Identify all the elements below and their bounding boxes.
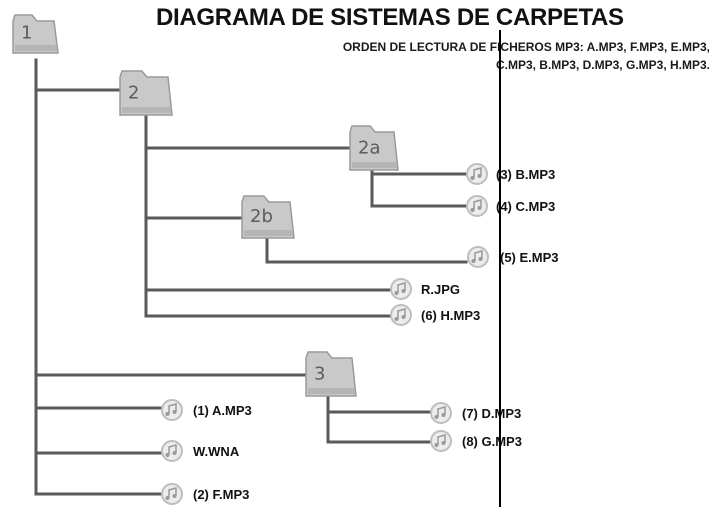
folder-f1[interactable]: 1	[12, 14, 59, 54]
music-note-icon	[161, 483, 183, 505]
music-note-icon	[390, 304, 412, 326]
music-note-icon	[466, 163, 488, 185]
music-note-icon	[430, 430, 452, 452]
music-note-icon	[161, 399, 183, 421]
music-note-icon	[161, 440, 183, 462]
folder-shade	[308, 388, 355, 394]
folder-shade	[122, 107, 171, 113]
file-a[interactable]: (1) A.MP3	[161, 399, 252, 421]
file-label: (6) H.MP3	[421, 308, 480, 323]
folder-icon	[241, 195, 295, 239]
folder-label: 2b	[250, 206, 273, 227]
folder-icon	[12, 14, 59, 54]
music-note-icon	[467, 246, 489, 268]
file-b[interactable]: (3) B.MP3	[466, 163, 555, 185]
music-note-icon	[390, 278, 412, 300]
folder-f2a[interactable]: 2a	[349, 125, 399, 171]
music-note-icon	[466, 195, 488, 217]
folder-f2[interactable]: 2	[119, 70, 173, 116]
folder-label: 2a	[358, 137, 380, 158]
folder-icon	[305, 351, 357, 397]
file-e[interactable]: (5) E.MP3	[467, 246, 559, 268]
file-r[interactable]: R.JPG	[390, 278, 460, 300]
file-label: (5) E.MP3	[500, 250, 559, 265]
vertical-divider	[499, 30, 501, 507]
folder-f2b[interactable]: 2b	[241, 195, 295, 239]
file-label: (4) C.MP3	[496, 199, 555, 214]
diagram-title: DIAGRAMA DE SISTEMAS DE CARPETAS	[156, 4, 624, 31]
file-label: (2) F.MP3	[193, 487, 249, 502]
folder-label: 2	[128, 82, 139, 103]
folder-icon	[349, 125, 399, 171]
file-h[interactable]: (6) H.MP3	[390, 304, 480, 326]
folder-icon	[119, 70, 173, 116]
folder-label: 3	[314, 363, 325, 384]
subtitle-line-2: C.MP3, B.MP3, D.MP3, G.MP3, H.MP3.	[495, 58, 709, 72]
folder-f3[interactable]: 3	[305, 351, 357, 397]
file-label: (3) B.MP3	[496, 167, 555, 182]
file-c[interactable]: (4) C.MP3	[466, 195, 555, 217]
folder-shade	[15, 45, 57, 51]
folder-shade	[352, 162, 397, 168]
file-label: W.WNA	[193, 444, 240, 459]
music-note-icon	[430, 402, 452, 424]
folder-label: 1	[21, 23, 32, 44]
file-label: (7) D.MP3	[462, 406, 521, 421]
folder-shade	[244, 230, 293, 236]
file-w[interactable]: W.WNA	[161, 440, 240, 462]
file-label: R.JPG	[421, 282, 460, 297]
subtitle-line-1: ORDEN DE LECTURA DE FICHEROS MP3: A.MP3,…	[342, 40, 709, 54]
diagram-subtitle: ORDEN DE LECTURA DE FICHEROS MP3: A.MP3,…	[170, 38, 709, 74]
file-f[interactable]: (2) F.MP3	[161, 483, 249, 505]
file-label: (1) A.MP3	[193, 403, 252, 418]
file-d[interactable]: (7) D.MP3	[430, 402, 521, 424]
file-label: (8) G.MP3	[462, 434, 522, 449]
file-g[interactable]: (8) G.MP3	[430, 430, 522, 452]
